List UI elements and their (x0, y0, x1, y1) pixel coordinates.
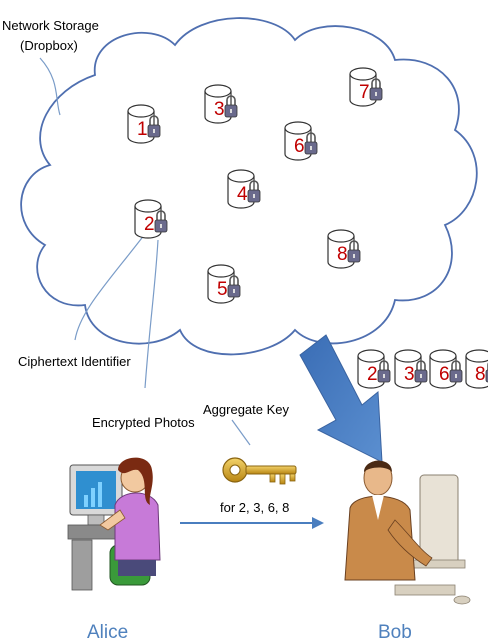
received_items-encrypted-photo-6: 6 (429, 349, 463, 389)
aggregate-key-callout (231, 419, 251, 446)
key-for-label: for 2, 3, 6, 8 (220, 500, 289, 515)
cylinder-icon (134, 199, 162, 239)
lock-icon (304, 132, 318, 155)
lock-icon (369, 78, 383, 101)
photo-id-label: 3 (214, 99, 225, 120)
cylinder-icon (349, 67, 377, 107)
lock-icon (224, 95, 238, 118)
cylinder-icon (127, 104, 155, 144)
cloud_items-encrypted-photo-7: 7 (349, 67, 383, 107)
lock-icon (247, 180, 261, 203)
cloud_items-encrypted-photo-2: 2 (134, 199, 168, 239)
network-storage-label-line2: (Dropbox) (20, 38, 78, 53)
received_items-encrypted-photo-2: 2 (357, 349, 391, 389)
cylinder-icon (465, 349, 488, 389)
cylinder-icon (394, 349, 422, 389)
network-storage-callout (39, 57, 61, 116)
cylinder-icon (327, 229, 355, 269)
photo-id-label: 5 (217, 279, 228, 300)
cylinder-icon (207, 264, 235, 304)
encrypted-photos-callout (144, 239, 159, 389)
received-items-group: 2 3 6 8 (357, 349, 488, 389)
cloud_items-encrypted-photo-3: 3 (204, 84, 238, 124)
cloud_items-encrypted-photo-4: 4 (227, 169, 261, 209)
lock-icon (154, 210, 168, 233)
encrypted-photos-label: Encrypted Photos (92, 415, 195, 430)
cloud-items-group: 1 2 3 4 5 6 7 8 (127, 67, 383, 304)
lock-icon (377, 360, 391, 383)
aggregate-key-icon (222, 457, 297, 485)
callout-lines (39, 57, 251, 446)
received_items-encrypted-photo-8: 8 (465, 349, 488, 389)
photo-id-label: 7 (359, 82, 370, 103)
photo-id-label: 2 (144, 214, 155, 235)
alice-label: Alice (87, 622, 128, 643)
photo-id-label: 6 (294, 136, 305, 157)
network-storage-label-line1: Network Storage (2, 18, 99, 33)
lock-icon (147, 115, 161, 138)
cloud_items-encrypted-photo-6: 6 (284, 121, 318, 161)
lock-icon (414, 360, 428, 383)
lock-icon (449, 360, 463, 383)
ciphertext-identifier-label: Ciphertext Identifier (18, 354, 131, 369)
cloud_items-encrypted-photo-5: 5 (207, 264, 241, 304)
photo-id-label: 4 (237, 184, 248, 205)
photo-id-label: 3 (404, 364, 415, 385)
photo-id-label: 8 (337, 244, 348, 265)
big-arrow (299, 334, 383, 463)
cloud_items-encrypted-photo-1: 1 (127, 104, 161, 144)
photo-id-label: 8 (475, 364, 486, 385)
bob-label: Bob (378, 622, 412, 643)
received_items-encrypted-photo-3: 3 (394, 349, 428, 389)
lock-icon (347, 240, 361, 263)
cylinder-icon (284, 121, 312, 161)
aggregate-key-label: Aggregate Key (203, 402, 290, 417)
alice-illustration (67, 457, 161, 591)
share-arrow (180, 517, 324, 529)
cylinder-icon (204, 84, 232, 124)
cloud_items-encrypted-photo-8: 8 (327, 229, 361, 269)
cylinder-icon (227, 169, 255, 209)
cylinder-icon (429, 349, 457, 389)
photo-id-label: 1 (137, 119, 148, 140)
photo-id-label: 6 (439, 364, 450, 385)
bob-illustration (344, 460, 471, 605)
ciphertext-identifier-callout (74, 229, 149, 341)
photo-id-label: 2 (367, 364, 378, 385)
cylinder-icon (357, 349, 385, 389)
lock-icon (227, 275, 241, 298)
